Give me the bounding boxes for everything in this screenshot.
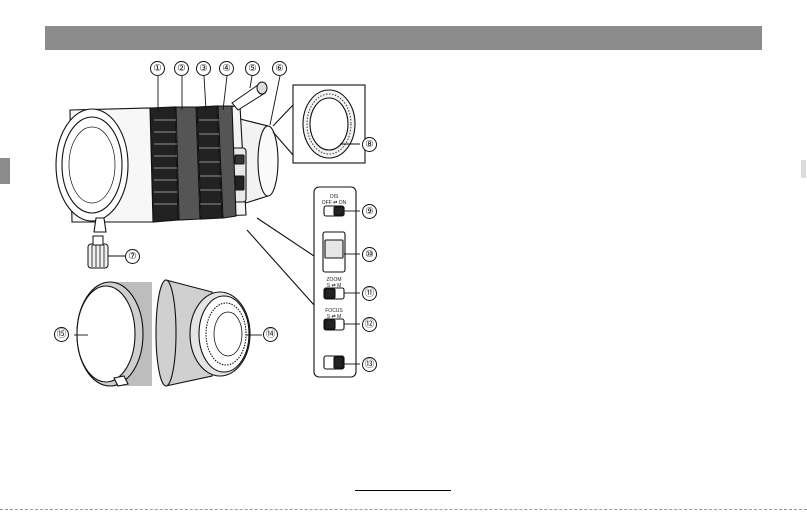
ois-states-label: OFF ⇄ ON xyxy=(322,200,347,206)
callout-1: ① xyxy=(150,61,165,76)
callout-7: ⑦ xyxy=(125,249,140,264)
front-lens-cap-illustration xyxy=(77,282,152,386)
callout-14: ⑭ xyxy=(263,327,278,342)
callout-2: ② xyxy=(174,61,189,76)
callout-5: ⑤ xyxy=(245,61,260,76)
focus-states-label: S ⇄ M xyxy=(327,314,341,320)
zoom-lever-pin-illustration xyxy=(232,82,267,110)
callout-4: ④ xyxy=(219,61,234,76)
callout-6: ⑥ xyxy=(272,61,287,76)
callout-10: ⑩ xyxy=(362,247,377,262)
callout-3: ③ xyxy=(196,61,211,76)
page-number-rule xyxy=(355,490,451,491)
lens-hood-illustration xyxy=(273,85,365,163)
callout-8: ⑧ xyxy=(362,137,377,152)
rear-lens-cap-illustration xyxy=(156,280,250,386)
callout-9: ⑨ xyxy=(362,204,377,219)
callout-12: ⑫ xyxy=(362,317,377,332)
callout-15: ⑮ xyxy=(54,327,69,342)
callout-13: ⑬ xyxy=(362,357,377,372)
callout-11: ⑪ xyxy=(362,286,377,301)
zoom-states-label: S ⇄ M xyxy=(327,283,341,289)
camera-lens-illustration xyxy=(56,106,278,232)
tripod-screw-illustration xyxy=(88,236,108,268)
